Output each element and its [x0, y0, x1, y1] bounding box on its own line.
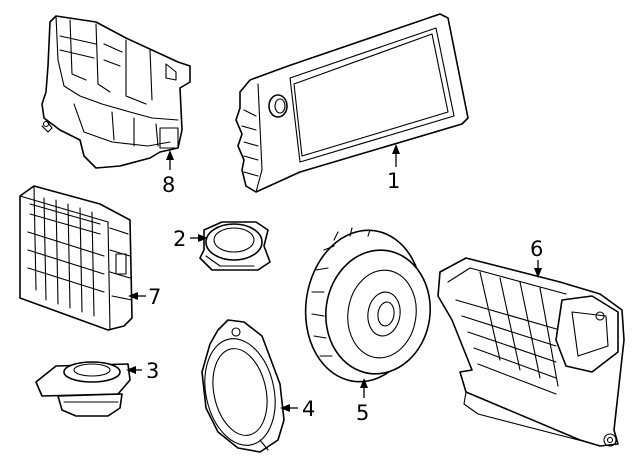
callout-3-label: 3: [146, 359, 159, 383]
callout-1-label: 1: [387, 169, 400, 193]
part-6-amplifier: [437, 257, 625, 447]
part-1-display-screen: [235, 13, 469, 193]
callout-5-label: 5: [356, 401, 369, 425]
callout-8: 8: [162, 150, 175, 197]
callout-2-label: 2: [173, 227, 186, 251]
part-7-control-module: [19, 185, 133, 331]
callout-4: 4: [280, 397, 315, 421]
callout-6-label: 6: [530, 237, 543, 261]
part-3-tweeter: [35, 361, 131, 417]
callout-3: 3: [126, 359, 159, 383]
part-2-small-speaker: [199, 221, 271, 271]
callout-8-label: 8: [162, 173, 175, 197]
part-8-bracket: [41, 15, 191, 169]
callout-1: 1: [387, 144, 400, 193]
callout-7: 7: [128, 285, 161, 309]
callout-2: 2: [173, 227, 208, 251]
part-5-large-speaker: [304, 227, 432, 383]
callout-7-label: 7: [148, 285, 161, 309]
part-4-speaker: [201, 319, 285, 453]
callout-6: 6: [530, 237, 543, 278]
callout-4-label: 4: [302, 397, 315, 421]
callout-5: 5: [356, 378, 369, 425]
